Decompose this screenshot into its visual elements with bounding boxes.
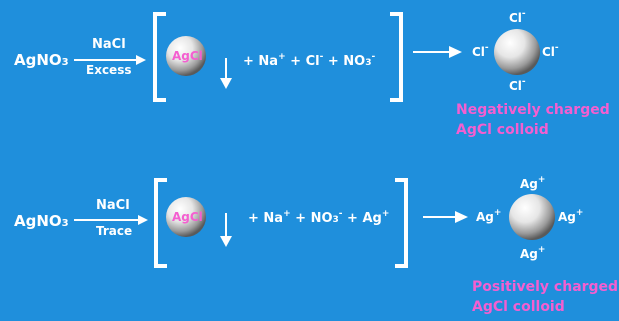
bottom-condition: Trace — [96, 224, 133, 238]
bottom-reactant-subscript: 3 — [61, 218, 69, 229]
top-colloid-label-line1: Negatively charged — [456, 102, 610, 118]
bottom-product-arrow — [423, 211, 468, 223]
top-reagent: NaCl — [92, 37, 126, 52]
top-reactant: AgNO3 — [14, 53, 69, 68]
bottom-adsorbed-ion-right: Ag+ — [558, 208, 584, 224]
top-ion-cl: + Cl- — [285, 52, 324, 69]
top-ion-equation: + Na+ + Cl- + NO3- — [243, 52, 376, 69]
bottom-ion-equation: + Na+ + NO3- + Ag+ — [248, 209, 390, 226]
top-ion-no3: + NO3- — [323, 52, 376, 69]
top-precipitate-arrow — [220, 58, 232, 89]
bottom-reaction-arrow — [74, 215, 148, 225]
bottom-colloid-label: Positively charged AgCl colloid — [472, 277, 618, 318]
top-right-bracket — [390, 12, 403, 102]
top-colloid-label: Negatively charged AgCl colloid — [456, 100, 610, 141]
top-ion-na: + Na+ — [243, 52, 286, 69]
top-reaction-arrow — [74, 55, 146, 65]
top-precipitate-label: AgCl — [172, 49, 203, 63]
bottom-adsorbed-ion-top: Ag+ — [520, 175, 546, 191]
bottom-right-bracket — [395, 178, 408, 268]
bottom-reactant: AgNO3 — [14, 214, 69, 229]
bottom-agcl-sphere — [166, 197, 206, 237]
top-adsorbed-ion-left: Cl- — [472, 43, 489, 59]
bottom-adsorbed-ion-bottom: Ag+ — [520, 245, 546, 261]
top-adsorbed-ion-top: Cl- — [509, 9, 526, 25]
bottom-ion-no3: + NO3- — [290, 209, 343, 226]
bottom-ion-ag: + Ag+ — [342, 209, 390, 226]
top-agcl-sphere — [166, 36, 206, 76]
top-colloid-sphere — [494, 29, 540, 75]
bottom-reactant-formula: AgNO — [14, 212, 62, 230]
bottom-left-bracket — [154, 178, 167, 268]
top-product-arrow — [413, 46, 462, 58]
top-left-bracket — [153, 12, 166, 102]
bottom-precipitate-arrow — [220, 213, 232, 247]
top-condition: Excess — [86, 63, 132, 77]
top-reactant-formula: AgNO — [14, 51, 62, 69]
bottom-adsorbed-ion-left: Ag+ — [476, 208, 502, 224]
top-colloid-label-line2: AgCl colloid — [456, 122, 549, 139]
top-adsorbed-ion-right: Cl- — [542, 43, 559, 59]
bottom-colloid-sphere — [509, 194, 555, 240]
bottom-ion-na: + Na+ — [248, 209, 291, 226]
bottom-reaction-panel — [0, 160, 619, 321]
top-reaction-panel — [0, 0, 619, 156]
top-adsorbed-ion-bottom: Cl- — [509, 77, 526, 93]
bottom-precipitate-label: AgCl — [172, 210, 203, 224]
top-reactant-subscript: 3 — [61, 57, 69, 68]
bottom-colloid-label-line2: AgCl colloid — [472, 299, 565, 316]
bottom-reagent: NaCl — [96, 198, 130, 213]
bottom-colloid-label-line1: Positively charged — [472, 279, 619, 295]
